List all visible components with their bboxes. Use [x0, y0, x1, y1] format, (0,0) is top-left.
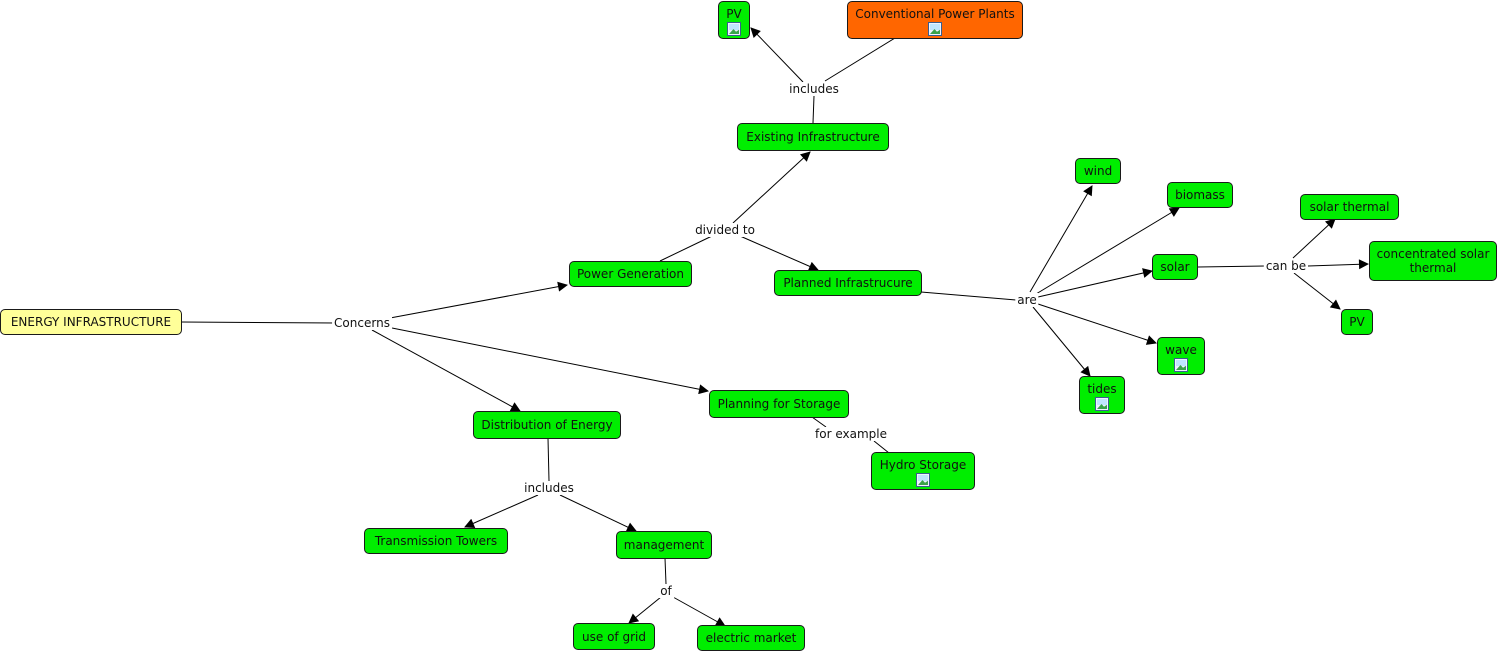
link-concerns[interactable]: Concerns [332, 316, 392, 330]
node-wave[interactable]: wave [1157, 337, 1205, 375]
edge-canbe-pv [1293, 272, 1341, 310]
image-icon[interactable] [1174, 358, 1188, 372]
node-use-of-grid[interactable]: use of grid [573, 623, 655, 650]
edge-concerns-distribution [371, 329, 521, 412]
edge-of-use-of-grid [628, 596, 662, 624]
edge-root-concerns [180, 321, 337, 324]
edge-divided-planned [739, 235, 819, 271]
edge-planned-are [920, 291, 1017, 301]
node-distribution-of-energy[interactable]: Distribution of Energy [473, 411, 621, 439]
edge-includes-pv [750, 27, 804, 83]
node-conventional-power-plants[interactable]: Conventional Power Plants [847, 1, 1023, 39]
edge-concerns-power-generation [389, 281, 568, 319]
node-energy-infrastructure[interactable]: ENERGY INFRASTRUCTURE [0, 309, 182, 335]
edge-canbe-solar-thermal [1292, 218, 1336, 259]
edge-forexample-hydro [873, 440, 890, 454]
edge-of-electric-market [672, 596, 726, 627]
node-solar[interactable]: solar [1152, 254, 1198, 280]
image-icon[interactable] [916, 473, 930, 487]
node-planned-infrastructure[interactable]: Planned Infrastrucure [774, 270, 922, 296]
node-pv-right[interactable]: PV [1341, 309, 1373, 335]
link-for-example[interactable]: for example [813, 427, 889, 441]
node-hydro-storage[interactable]: Hydro Storage [871, 452, 975, 490]
edge-are-wave [1037, 303, 1157, 345]
node-hydro-storage-label: Hydro Storage [879, 458, 967, 472]
edge-are-wind [1029, 185, 1093, 293]
edge-management-of [664, 557, 667, 585]
node-power-generation[interactable]: Power Generation [569, 261, 692, 287]
image-icon[interactable] [1095, 397, 1109, 411]
image-icon[interactable] [727, 22, 741, 36]
node-concentrated-solar-thermal[interactable]: concentrated solar thermal [1369, 241, 1497, 281]
link-divided-to[interactable]: divided to [693, 223, 757, 237]
edge-concerns-planning-storage [391, 327, 709, 395]
node-wind[interactable]: wind [1075, 158, 1121, 184]
image-icon[interactable] [928, 22, 942, 36]
node-solar-thermal[interactable]: solar thermal [1300, 194, 1399, 220]
node-wave-label: wave [1165, 343, 1197, 357]
node-management[interactable]: management [616, 531, 712, 559]
node-tides[interactable]: tides [1079, 376, 1125, 414]
edge-are-tides [1032, 306, 1091, 377]
edge-power-generation-divided [659, 235, 713, 262]
node-electric-market[interactable]: electric market [697, 625, 805, 651]
link-of[interactable]: of [658, 584, 674, 598]
node-existing-infrastructure[interactable]: Existing Infrastructure [737, 123, 889, 151]
node-pv-top-label: PV [726, 7, 742, 21]
edge-are-solar [1037, 268, 1153, 298]
edge-distribution-includes [547, 437, 550, 482]
node-conventional-label: Conventional Power Plants [855, 7, 1015, 21]
edge-canbe-concentrated [1307, 259, 1369, 270]
link-can-be[interactable]: can be [1263, 259, 1309, 273]
edge-includes-transmission [464, 494, 539, 528]
node-tides-label: tides [1087, 382, 1117, 396]
edge-includes-management [559, 494, 637, 532]
link-are[interactable]: are [1015, 293, 1039, 307]
edge-are-biomass [1035, 207, 1180, 295]
link-includes-distribution[interactable]: includes [522, 481, 576, 495]
edge-existing-includes [812, 95, 815, 124]
node-planning-for-storage[interactable]: Planning for Storage [709, 390, 849, 418]
edge-divided-existing [732, 151, 811, 224]
edge-solar-canbe [1197, 265, 1266, 268]
edge-storage-forexample [811, 416, 827, 428]
link-includes-existing[interactable]: includes [787, 82, 841, 96]
node-pv-top[interactable]: PV [718, 1, 750, 39]
node-biomass[interactable]: biomass [1167, 182, 1233, 208]
node-transmission-towers[interactable]: Transmission Towers [364, 528, 508, 554]
